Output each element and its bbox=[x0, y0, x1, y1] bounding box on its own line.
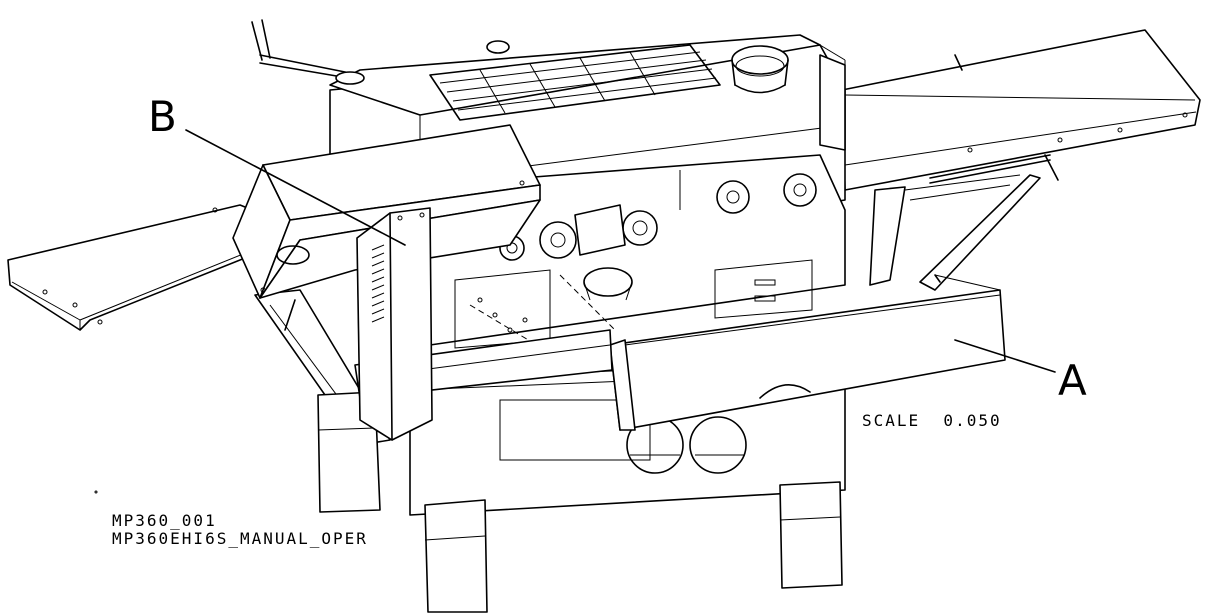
gear-3 bbox=[716, 180, 750, 214]
vent-slots bbox=[371, 244, 385, 323]
grille bbox=[429, 44, 721, 121]
side-guard bbox=[356, 207, 433, 441]
leader-line-b bbox=[185, 129, 406, 246]
drawing-id-line-1: MP360_001 bbox=[112, 511, 217, 530]
gear-4 bbox=[783, 173, 817, 207]
gear-2 bbox=[622, 210, 658, 246]
scale-label: SCALE 0.050 bbox=[862, 411, 1002, 430]
right-table bbox=[841, 29, 1201, 291]
drawing-id-block: MP360_001 MP360EHI6S_MANUAL_OPER bbox=[112, 511, 368, 549]
guard-a bbox=[609, 274, 1006, 431]
leader-line-a bbox=[954, 339, 1056, 373]
callout-b: B bbox=[148, 92, 177, 141]
gear-1 bbox=[539, 221, 577, 259]
callout-a: A bbox=[1058, 356, 1087, 405]
drawing-id-line-2: MP360EHI6S_MANUAL_OPER bbox=[112, 529, 368, 549]
